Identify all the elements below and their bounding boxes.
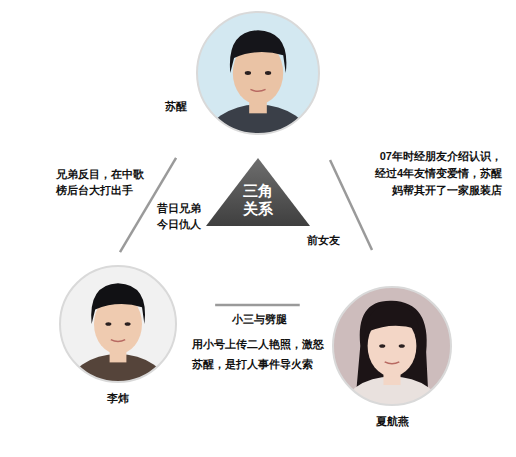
portrait-shape (195, 10, 321, 136)
relation-label: 小三与劈腿 (226, 311, 292, 327)
relation-label: 昔日兄弟 今日仇人 (156, 200, 206, 232)
portrait-shape (331, 285, 453, 407)
portrait-illustration (195, 10, 321, 136)
person-name: 李炜 (58, 390, 178, 406)
portrait-ring (197, 12, 319, 134)
relation-note: 兄弟反目，在中歌榜后台大打出手 (56, 166, 148, 198)
portrait-illustration (331, 285, 453, 407)
person-name: 夏航燕 (331, 413, 453, 429)
portrait-ring (60, 266, 176, 382)
portrait-shape (58, 264, 178, 384)
center-triangle: 三角 关系 (204, 156, 312, 228)
center-title: 三角 关系 (242, 182, 274, 218)
person-circle: 李炜 (58, 264, 178, 384)
portrait-ring (333, 287, 451, 405)
person-circle: 夏航燕 (331, 285, 453, 407)
portrait-illustration (58, 264, 178, 384)
person-circle: 苏醒 (195, 10, 321, 136)
relation-line (215, 304, 300, 307)
relation-note: 07年时经朋友介绍认识，经过4年友情变爱情，苏醒妈帮其开了一家服装店 (370, 148, 502, 199)
triangle-outline (206, 158, 310, 226)
relation-label: 前女友 (306, 232, 348, 248)
relation-note: 用小号上传二人艳照，激怒苏醒，是打人事件导火索 (192, 334, 326, 374)
person-name: 苏醒 (147, 98, 187, 114)
